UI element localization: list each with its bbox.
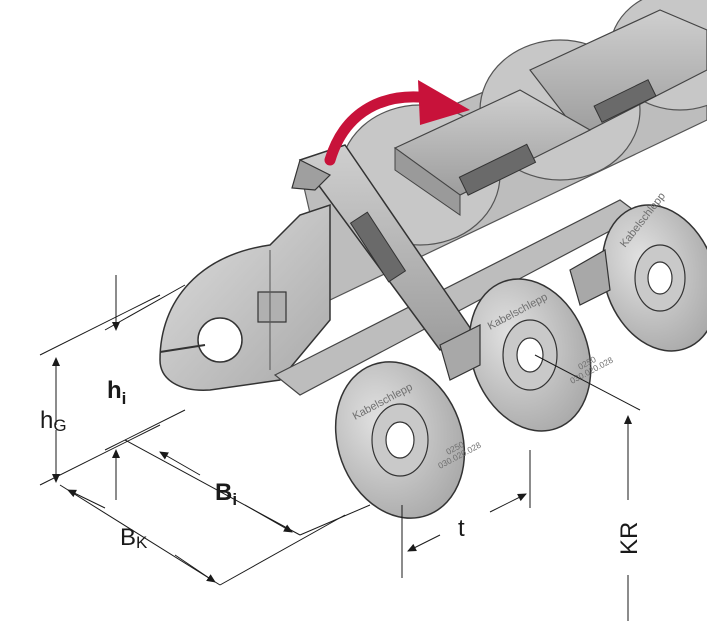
label-hi: hi xyxy=(107,377,126,408)
dimension-lines xyxy=(39,275,641,621)
front-disc-1: Kabelschlepp 0250 030.020.028 xyxy=(334,361,483,519)
curved-arrow-icon xyxy=(324,80,470,166)
end-link-plate xyxy=(159,203,331,391)
link-connectors xyxy=(439,249,611,381)
front-disc-3: Kabelschlepp xyxy=(601,190,707,352)
label-hg: hG xyxy=(40,407,67,435)
label-t: t xyxy=(458,515,465,542)
label-bi: Bi xyxy=(215,479,237,509)
opening-lid xyxy=(291,144,477,351)
crossbars-top xyxy=(393,9,707,216)
dimension-labels: hi hG Bi BK t KR xyxy=(40,377,643,555)
label-bk: BK xyxy=(120,524,148,552)
label-kr: KR xyxy=(616,522,643,555)
